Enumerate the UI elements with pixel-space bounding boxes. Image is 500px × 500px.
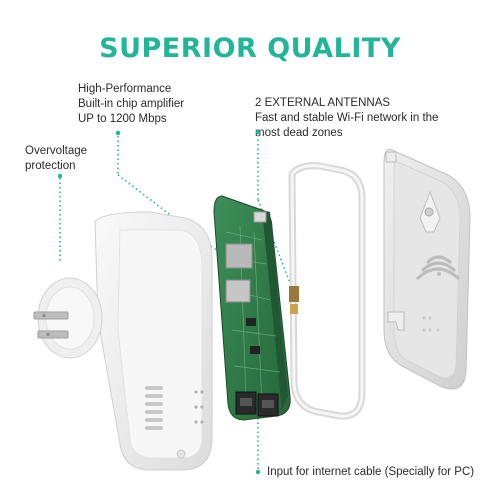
device-shell	[94, 211, 213, 471]
callout-antennas-line-2: Fast and stable Wi-Fi network in the	[255, 112, 439, 124]
callout-amplifier-line-2: Built-in chip amplifier	[78, 98, 185, 110]
callout-overvoltage-line-1: Overvoltage	[25, 145, 88, 157]
leader-lines	[59, 135, 293, 472]
callout-antennas-line-3: most dead zones	[255, 127, 343, 139]
callout-amplifier: High-Performance Built-in chip amplifier…	[78, 82, 184, 127]
headline: SUPERIOR QUALITY	[99, 33, 401, 64]
pcb-board	[213, 195, 291, 421]
back-cover	[383, 148, 471, 390]
callout-antennas-line-1: 2 EXTERNAL ANTENNAS	[255, 97, 391, 109]
callout-antennas: 2 EXTERNAL ANTENNAS Fast and stable Wi-F…	[255, 96, 438, 141]
callout-overvoltage: Overvoltage protection	[25, 144, 87, 174]
callout-amplifier-line-1: High-Performance	[78, 83, 172, 95]
callout-amplifier-line-3: UP to 1200 Mbps	[78, 113, 167, 125]
callout-overvoltage-line-2: protection	[25, 160, 76, 172]
wifi-icon	[416, 255, 460, 280]
antenna-frame	[288, 162, 366, 420]
callout-cable: Input for internet cable (Specially for …	[267, 466, 475, 478]
power-plug-icon	[33, 277, 103, 359]
